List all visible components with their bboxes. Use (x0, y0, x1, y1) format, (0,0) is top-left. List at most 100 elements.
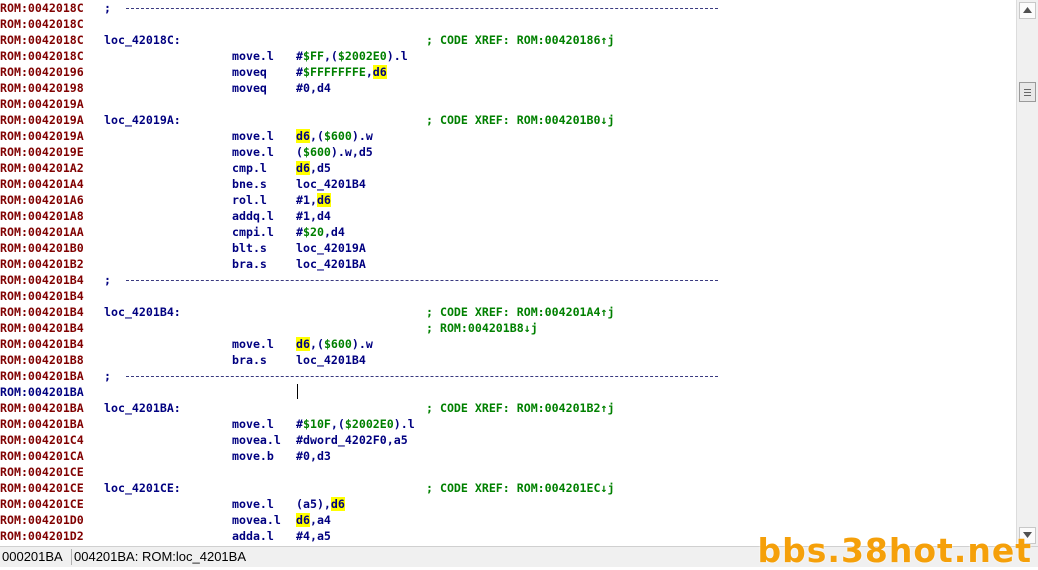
line-address: ROM:00420196 (0, 65, 84, 79)
scroll-down-button[interactable] (1019, 527, 1036, 544)
instruction-mnemonic[interactable]: move.l (232, 417, 274, 431)
instruction-mnemonic[interactable]: moveq (232, 81, 267, 95)
listing-line[interactable]: ROM:00420196 moveq #$FFFFFFFE,d6 (0, 64, 1016, 80)
instruction-mnemonic[interactable]: movea.l (232, 513, 281, 527)
code-label[interactable]: loc_4201B4: (104, 305, 181, 319)
separator-semicolon: ; (104, 369, 111, 383)
separator-semicolon: ; (104, 1, 111, 15)
instruction-mnemonic[interactable]: move.l (232, 49, 274, 63)
listing-line[interactable]: ROM:004201CE (0, 464, 1016, 480)
instruction-operands[interactable]: #$FF,($2002E0).l (296, 49, 408, 63)
listing-line[interactable]: ROM:0042019A (0, 96, 1016, 112)
listing-line[interactable]: ROM:004201B2 bra.s loc_4201BA (0, 256, 1016, 272)
instruction-operands[interactable]: #0,d3 (296, 449, 331, 463)
xref-comment[interactable]: ; CODE XREF: ROM:004201B2↑j (426, 401, 615, 415)
instruction-mnemonic[interactable]: addq.l (232, 209, 274, 223)
instruction-operands[interactable]: loc_4201B4 (296, 353, 366, 367)
instruction-mnemonic[interactable]: cmp.l (232, 161, 267, 175)
listing-line[interactable]: ROM:0042018C (0, 16, 1016, 32)
instruction-mnemonic[interactable]: bra.s (232, 353, 267, 367)
listing-line[interactable]: ROM:004201BA loc_4201BA: ; CODE XREF: ROM:… (0, 400, 1016, 416)
instruction-operands[interactable]: loc_4201BA (296, 257, 366, 271)
instruction-operands[interactable]: #4,a5 (296, 529, 331, 543)
listing-line[interactable]: ROM:004201B4; ROM:004201B8↓j (0, 320, 1016, 336)
instruction-mnemonic[interactable]: moveq (232, 65, 267, 79)
listing-line[interactable]: ROM:004201B4 (0, 288, 1016, 304)
instruction-operands[interactable]: d6,a4 (296, 513, 331, 527)
status-bar: 000201BA 004201BA: ROM:loc_4201BA (0, 546, 1038, 567)
xref-comment[interactable]: ; CODE XREF: ROM:004201EC↓j (426, 481, 615, 495)
instruction-mnemonic[interactable]: rol.l (232, 193, 267, 207)
instruction-operands[interactable]: #$10F,($2002E0).l (296, 417, 415, 431)
line-address: ROM:0042019A (0, 97, 84, 111)
instruction-operands[interactable]: (a5),d6 (296, 497, 345, 511)
instruction-operands[interactable]: #$FFFFFFFE,d6 (296, 65, 387, 79)
instruction-mnemonic[interactable]: blt.s (232, 241, 267, 255)
instruction-mnemonic[interactable]: move.l (232, 145, 274, 159)
instruction-operands[interactable]: #$20,d4 (296, 225, 345, 239)
listing-line[interactable]: ROM:0042018C; (0, 0, 1016, 16)
instruction-mnemonic[interactable]: move.b (232, 449, 274, 463)
listing-line[interactable]: ROM:004201B4; (0, 272, 1016, 288)
instruction-operands[interactable]: ($600).w,d5 (296, 145, 373, 159)
xref-comment[interactable]: ; CODE XREF: ROM:004201B0↓j (426, 113, 615, 127)
instruction-mnemonic[interactable]: bne.s (232, 177, 267, 191)
scroll-up-button[interactable] (1019, 2, 1036, 19)
instruction-mnemonic[interactable]: bra.s (232, 257, 267, 271)
instruction-operands[interactable]: #0,d4 (296, 81, 331, 95)
listing-line[interactable]: ROM:004201BA; (0, 368, 1016, 384)
code-label[interactable]: loc_42019A: (104, 113, 181, 127)
line-address: ROM:004201B2 (0, 257, 84, 271)
listing-line[interactable]: ROM:004201BA (0, 384, 1016, 400)
instruction-operands[interactable]: loc_42019A (296, 241, 366, 255)
instruction-operands[interactable]: #1,d6 (296, 193, 331, 207)
watermark-text: bbs.38hot.net (757, 531, 1032, 570)
xref-comment[interactable]: ; CODE XREF: ROM:00420186↑j (426, 33, 615, 47)
instruction-operands[interactable]: d6,d5 (296, 161, 331, 175)
line-address: ROM:0042018C (0, 17, 84, 31)
listing-line[interactable]: ROM:0042018C loc_42018C: ; CODE XREF: ROM:… (0, 32, 1016, 48)
instruction-mnemonic[interactable]: cmpi.l (232, 225, 274, 239)
instruction-mnemonic[interactable]: move.l (232, 129, 274, 143)
line-address: ROM:0042018C (0, 33, 84, 47)
code-label[interactable]: loc_4201BA: (104, 401, 181, 415)
instruction-mnemonic[interactable]: move.l (232, 337, 274, 351)
code-label[interactable]: loc_42018C: (104, 33, 181, 47)
vertical-scrollbar[interactable] (1016, 0, 1038, 546)
code-label[interactable]: loc_4201CE: (104, 481, 181, 495)
xref-comment[interactable]: ; ROM:004201B8↓j (426, 321, 538, 335)
instruction-mnemonic[interactable]: move.l (232, 497, 274, 511)
instruction-operands[interactable]: d6,($600).w (296, 337, 373, 351)
instruction-mnemonic[interactable]: movea.l (232, 433, 281, 447)
scrollbar-thumb[interactable] (1019, 82, 1036, 102)
xref-comment[interactable]: ; CODE XREF: ROM:004201A4↑j (426, 305, 615, 319)
line-address: ROM:004201BA (0, 401, 84, 415)
instruction-operands[interactable]: #dword_4202F0,a5 (296, 433, 408, 447)
instruction-operands[interactable]: #1,d4 (296, 209, 331, 223)
instruction-operands[interactable]: loc_4201B4 (296, 177, 366, 191)
instruction-mnemonic[interactable]: adda.l (232, 529, 274, 543)
instruction-operands[interactable]: d6,($600).w (296, 129, 373, 143)
